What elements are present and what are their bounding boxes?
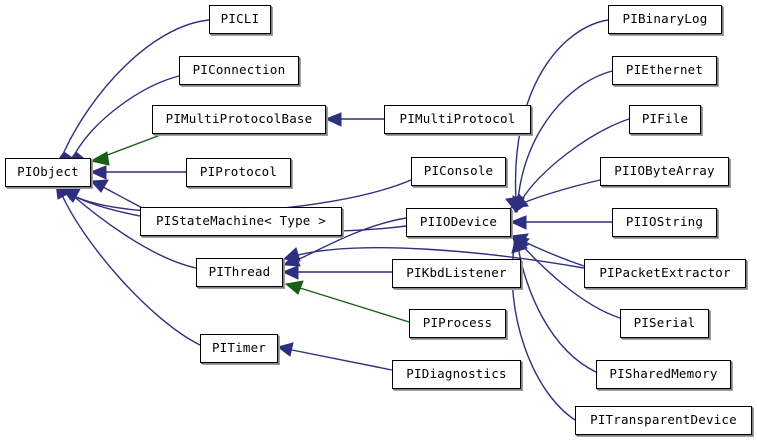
- class-node-label: PIKbdListener: [406, 265, 507, 281]
- class-node-label: PIPacketExtractor: [599, 265, 731, 281]
- class-node-label: PISerial: [633, 315, 696, 331]
- class-node-pikbdlistener[interactable]: PIKbdListener: [392, 259, 521, 288]
- edge-pisharedmemory-to-piiodevice: [513, 235, 597, 373]
- class-node-piprocess[interactable]: PIProcess: [409, 309, 506, 338]
- class-node-label: PIProtocol: [199, 164, 278, 180]
- edge-pisharedmemory-to-piiodevice-arrowhead-icon: [513, 235, 530, 253]
- edge-pitransparentdevice-to-piiodevice-arrowhead-icon: [511, 234, 528, 254]
- edge-piserial-to-piiodevice-arrowhead-icon: [511, 235, 530, 252]
- class-node-pimultiprotocol[interactable]: PIMultiProtocol: [384, 105, 531, 134]
- edge-pimultiprotocol-to-base: [324, 112, 384, 127]
- edge-pidiagnostics-to-pitimer-arrowhead-icon: [276, 342, 294, 357]
- class-node-piobject[interactable]: PIObject: [5, 158, 91, 187]
- class-node-label: PIMultiProtocol: [399, 111, 516, 127]
- edge-picli-to-piobject: [54, 19, 210, 164]
- class-node-label: PIMultiProtocolBase: [165, 111, 313, 127]
- class-node-label: PICLI: [220, 11, 260, 27]
- edge-pimultiprotocol-to-base-arrowhead-icon: [324, 112, 342, 127]
- class-node-pithread[interactable]: PIThread: [196, 258, 283, 287]
- class-node-label: PIStateMachine< Type >: [156, 213, 326, 229]
- edge-pikbdlistener-to-pithread: [281, 265, 392, 280]
- edge-pipacketextractor-to-piiodevice: [510, 233, 585, 267]
- edge-piprocess-to-pithread-arrowhead-icon: [284, 280, 304, 295]
- class-node-label: PITransparentDevice: [590, 412, 737, 428]
- edge-piprotocol-to-piobject-arrowhead-icon: [89, 165, 107, 180]
- class-node-piprotocol[interactable]: PIProtocol: [186, 158, 291, 187]
- edge-pifile-to-piiodevice-arrowhead-icon: [512, 195, 528, 213]
- edge-pithread-to-piobject-arrowhead-icon: [59, 185, 80, 200]
- edge-pitransparentdevice-to-piiodevice: [511, 234, 576, 421]
- edge-piiodevice-to-piobject-arrowhead-icon: [61, 188, 81, 203]
- class-node-label: PIObject: [17, 164, 79, 180]
- edge-pimultiprotocolbase-to-piobject: [89, 133, 164, 166]
- class-node-piethernet[interactable]: PIEthernet: [612, 56, 717, 85]
- edge-piiostring-to-piiodevice: [509, 215, 612, 230]
- class-node-picli[interactable]: PICLI: [209, 5, 271, 34]
- class-node-pimultiprotocolbase[interactable]: PIMultiProtocolBase: [152, 105, 326, 134]
- class-node-pitimer[interactable]: PITimer: [200, 334, 278, 363]
- class-node-label: PIThread: [208, 264, 271, 280]
- edge-pistatemachine-to-piobject: [89, 179, 147, 211]
- class-node-label: PIConnection: [192, 62, 286, 78]
- class-node-piconsole[interactable]: PIConsole: [411, 157, 506, 186]
- class-node-label: PIBinaryLog: [622, 11, 708, 27]
- edge-pipacketextractor-to-piiodevice-arrowhead-icon: [510, 233, 529, 248]
- edge-pidiagnostics-to-pitimer: [276, 342, 393, 371]
- edge-piiostring-to-piiodevice-arrowhead-icon: [509, 215, 527, 230]
- class-node-label: PISharedMemory: [609, 366, 718, 382]
- edge-piiobytearray-to-piiodevice: [510, 179, 601, 209]
- class-node-pibinarylog[interactable]: PIBinaryLog: [608, 5, 722, 34]
- class-node-piiodevice[interactable]: PIIODevice: [406, 208, 511, 237]
- class-node-label: PIDiagnostics: [406, 366, 507, 382]
- edge-piiodevice-to-pithread-arrowhead-icon: [282, 252, 301, 267]
- class-node-label: PIConsole: [423, 163, 494, 179]
- class-node-label: PIProcess: [422, 315, 493, 331]
- class-node-pidiagnostics[interactable]: PIDiagnostics: [392, 360, 521, 389]
- edge-pipacketextractor-to-pithread-arrowhead-icon: [282, 247, 301, 262]
- class-node-piserial[interactable]: PISerial: [620, 309, 709, 338]
- class-node-piiostring[interactable]: PIIOString: [612, 208, 717, 237]
- edge-piethernet-to-piiodevice: [507, 70, 613, 213]
- class-node-label: PIIODevice: [419, 214, 498, 230]
- class-node-pistatemachine[interactable]: PIStateMachine< Type >: [140, 207, 342, 236]
- class-node-label: PIEthernet: [625, 62, 704, 78]
- edge-pistatemachine-to-piobject-arrowhead-icon: [89, 179, 109, 193]
- class-node-pisharedmemory[interactable]: PISharedMemory: [596, 360, 731, 389]
- class-node-pitransparentdevice[interactable]: PITransparentDevice: [575, 406, 752, 435]
- edge-pimultiprotocolbase-to-piobject-arrowhead-icon: [89, 151, 110, 166]
- class-node-label: PIIOByteArray: [614, 163, 715, 179]
- edge-piconsole-to-piobject-arrowhead-icon: [60, 187, 80, 202]
- edge-piprotocol-to-piobject: [89, 165, 186, 180]
- class-node-piiobytearray[interactable]: PIIOByteArray: [600, 157, 729, 186]
- edge-piprocess-to-pithread: [284, 280, 410, 323]
- class-node-label: PIFile: [641, 111, 689, 127]
- edge-pikbdlistener-to-pithread-arrowhead-icon: [281, 265, 299, 280]
- class-node-piconnection[interactable]: PIConnection: [179, 56, 299, 85]
- class-node-label: PITimer: [211, 340, 267, 356]
- class-node-pifile[interactable]: PIFile: [629, 105, 701, 134]
- edge-piiobytearray-to-piiodevice-arrowhead-icon: [510, 193, 529, 209]
- class-node-label: PIIOString: [625, 214, 704, 230]
- class-node-pipacketextractor[interactable]: PIPacketExtractor: [584, 259, 746, 288]
